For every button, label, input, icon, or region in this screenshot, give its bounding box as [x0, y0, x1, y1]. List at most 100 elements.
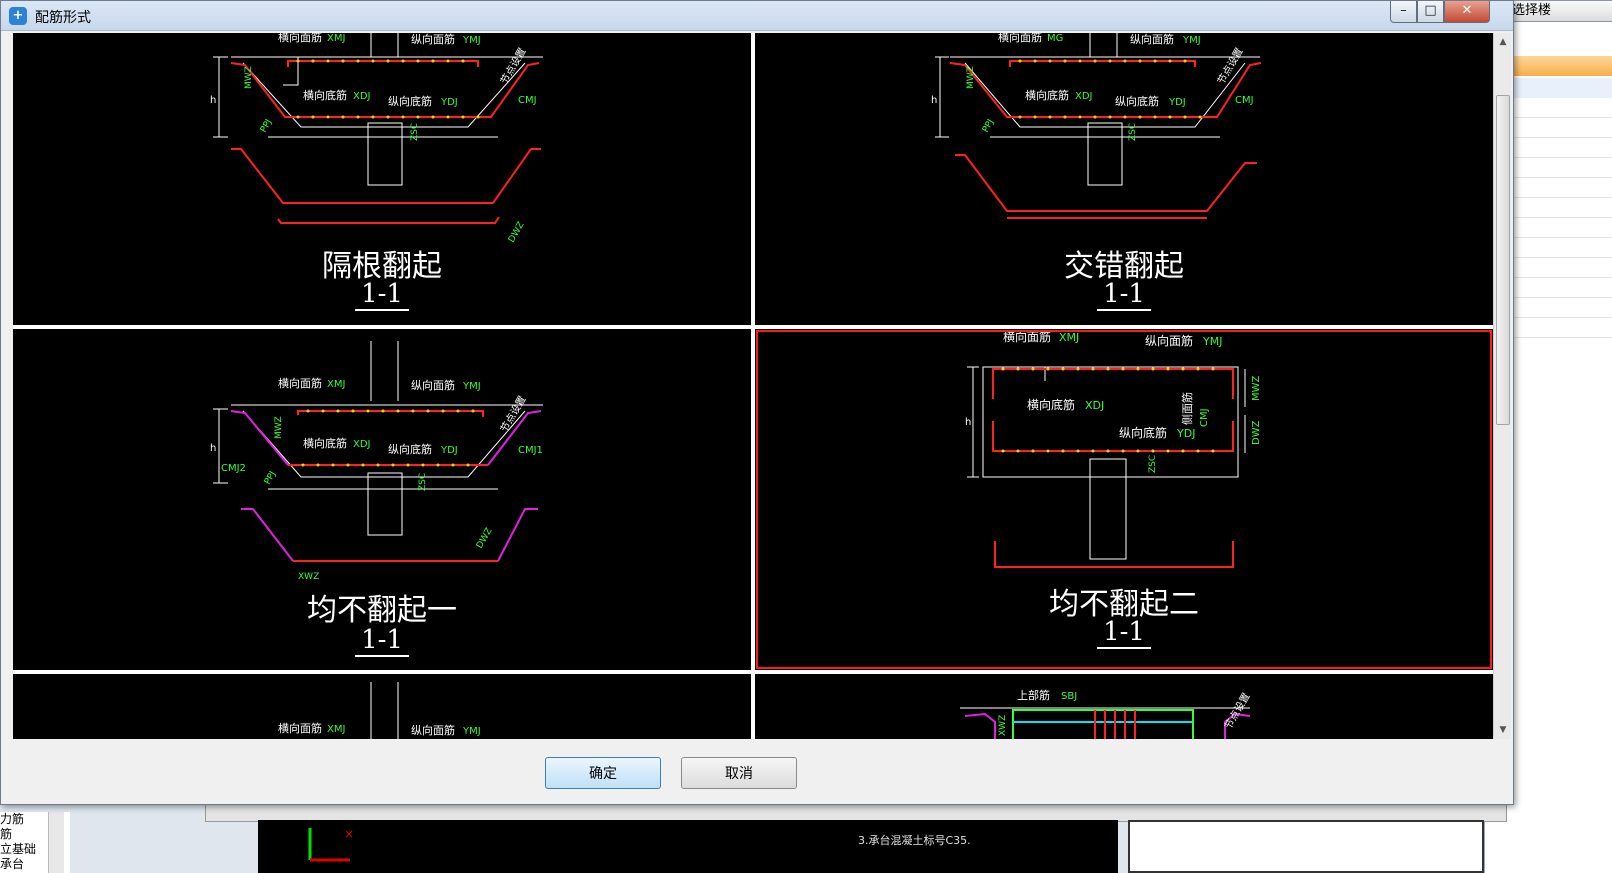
bg-tree-item[interactable]: 力筋: [0, 812, 25, 826]
label-bot-trans: 横向底筋: [303, 88, 347, 102]
bg-cad-canvas[interactable]: × 3.承台混凝土标号C35.: [258, 820, 1118, 873]
grid-divider: [13, 670, 1493, 674]
label-bot-trans-code: XDJ: [353, 91, 371, 102]
bg-row: [1485, 138, 1612, 158]
label-ppj: PPJ: [259, 118, 274, 135]
option-card-3[interactable]: 横向面筋 XMJ 纵向面筋 YMJ 横向底筋 XDJ 纵向底筋 YDJ CMJ1…: [13, 329, 751, 670]
bg-tree-item[interactable]: 承台: [0, 857, 25, 871]
label-bot-trans-code: XDJ: [353, 439, 371, 450]
label-xwz: XWZ: [998, 715, 1008, 736]
bg-selected-row: [1485, 78, 1612, 98]
label-top-trans: 横向面筋: [278, 721, 322, 735]
label-bot-long: 纵向底筋: [388, 442, 432, 456]
ok-button[interactable]: 确定: [545, 757, 661, 789]
label-side: 侧面筋: [1180, 392, 1194, 425]
option-title: 交错翻起: [1064, 249, 1184, 284]
label-zsc: ZSC: [1148, 455, 1158, 473]
label-top-long-code: YMJ: [1202, 335, 1222, 348]
option-section: 1-1: [1097, 617, 1151, 649]
label-top-long: 纵向面筋: [411, 33, 455, 46]
label-top-long-code: YMJ: [462, 726, 481, 737]
label-bot-long-code: YDJ: [440, 445, 458, 456]
title-bar[interactable]: + 配筋形式 – □ ✕: [1, 1, 1513, 31]
label-bot-long: 纵向底筋: [1115, 94, 1159, 108]
label-ppj: PPJ: [981, 118, 996, 135]
label-mwz: MWZ: [1251, 375, 1262, 401]
bg-row: [1485, 198, 1612, 218]
grid-divider: [751, 33, 755, 739]
label-h: h: [931, 95, 937, 106]
label-h: h: [965, 417, 971, 428]
option-title: 均不翻起一: [307, 593, 457, 628]
label-ppj: PPJ: [263, 470, 278, 487]
rebar-diagram-1: 横向面筋 XMJ 纵向面筋 YMJ 横向底筋 XDJ 纵向底筋 YDJ CMJ …: [210, 33, 543, 245]
bg-row: [1485, 298, 1612, 318]
label-mg: MG: [1047, 33, 1063, 44]
bg-tree-item[interactable]: 立基础: [0, 842, 37, 856]
bg-row: [1485, 318, 1612, 338]
label-bot-trans: 横向底筋: [1025, 88, 1069, 102]
minimize-button[interactable]: –: [1390, 1, 1417, 23]
bg-row: [1485, 98, 1612, 118]
label-upper: 上部筋: [1017, 688, 1050, 702]
label-mwz: MWZ: [244, 66, 254, 89]
label-top-trans: 横向面筋: [278, 33, 322, 44]
label-zsc: ZSC: [418, 473, 428, 491]
label-xwz: XWZ: [298, 572, 319, 582]
maximize-button[interactable]: □: [1417, 1, 1444, 23]
bg-select-button[interactable]: 选择楼: [1507, 0, 1612, 22]
bg-tree-scrollbar[interactable]: [48, 812, 64, 873]
label-top-trans-code: XMJ: [327, 33, 345, 44]
label-top-long-code: YMJ: [1182, 35, 1201, 46]
rebar-diagram-2: 横向面筋 MG 纵向面筋 YMJ 横向底筋 XDJ 纵向底筋 YDJ CMJ h…: [931, 33, 1262, 219]
label-top-long: 纵向面筋: [411, 723, 455, 737]
label-top-trans: 横向面筋: [278, 376, 322, 390]
label-cmj: CMJ: [1199, 408, 1210, 427]
option-section: 1-1: [355, 279, 409, 311]
option-card-5[interactable]: 横向面筋 XMJ 纵向面筋 YMJ: [13, 674, 751, 739]
close-button[interactable]: ✕: [1444, 1, 1490, 23]
rebar-form-dialog: + 配筋形式 – □ ✕: [0, 0, 1514, 805]
scroll-up-arrow[interactable]: ▲: [1499, 37, 1507, 47]
bg-header-strip: [1485, 56, 1612, 76]
rebar-diagram-4: 横向面筋 XMJ 纵向面筋 YMJ 横向底筋 XDJ 纵向底筋 YDJ 侧面筋 …: [965, 329, 1262, 568]
option-card-6[interactable]: 上部筋 SBJ 节点设置 XWZ: [755, 674, 1493, 739]
label-mwz: MWZ: [274, 416, 284, 439]
bg-row: [1485, 258, 1612, 278]
label-top-long: 纵向面筋: [1130, 33, 1174, 46]
scroll-thumb[interactable]: [1496, 95, 1510, 425]
label-cmj1: CMJ1: [518, 445, 543, 456]
label-top-trans-code: XMJ: [1059, 331, 1079, 344]
label-top-long: 纵向面筋: [411, 378, 455, 392]
bg-row: [1485, 158, 1612, 178]
bg-tree: 力筋 筋 立基础 承台: [0, 812, 70, 873]
option-card-1[interactable]: 横向面筋 XMJ 纵向面筋 YMJ 横向底筋 XDJ 纵向底筋 YDJ CMJ …: [13, 33, 751, 325]
label-bot-long-code: YDJ: [440, 97, 458, 108]
dialog-title: 配筋形式: [35, 10, 91, 26]
label-cmj2: CMJ2: [221, 463, 246, 474]
option-title: 均不翻起二: [1049, 587, 1199, 622]
rebar-diagram-6: 上部筋 SBJ 节点设置 XWZ: [960, 688, 1253, 739]
option-card-4[interactable]: 横向面筋 XMJ 纵向面筋 YMJ 横向底筋 XDJ 纵向底筋 YDJ 侧面筋 …: [755, 329, 1493, 670]
label-top-trans: 横向面筋: [998, 33, 1042, 44]
bg-canvas-note: 3.承台混凝土标号C35.: [858, 834, 971, 847]
label-bot-long: 纵向底筋: [1119, 425, 1167, 440]
bg-row: [1485, 178, 1612, 198]
option-title: 隔根翻起: [322, 249, 442, 284]
app-icon: +: [9, 7, 27, 25]
option-card-2[interactable]: 横向面筋 MG 纵向面筋 YMJ 横向底筋 XDJ 纵向底筋 YDJ CMJ h…: [755, 33, 1493, 325]
label-cmj: CMJ: [1235, 95, 1254, 106]
label-bot-long-code: YDJ: [1168, 97, 1186, 108]
bg-tree-item[interactable]: 筋: [0, 827, 13, 841]
label-node: 节点设置: [498, 394, 528, 435]
label-bot-trans-code: XDJ: [1075, 91, 1093, 102]
bg-row: [1485, 118, 1612, 138]
label-top-trans-code: XMJ: [327, 724, 345, 735]
label-node: 节点设置: [1222, 691, 1252, 732]
scroll-down-arrow[interactable]: ▼: [1499, 725, 1507, 735]
label-bot-trans: 横向底筋: [303, 436, 347, 450]
label-mwz: MWZ: [966, 66, 976, 89]
label-h: h: [210, 95, 216, 106]
vertical-scrollbar[interactable]: ▲ ▼: [1493, 33, 1511, 739]
cancel-button[interactable]: 取消: [681, 757, 797, 789]
